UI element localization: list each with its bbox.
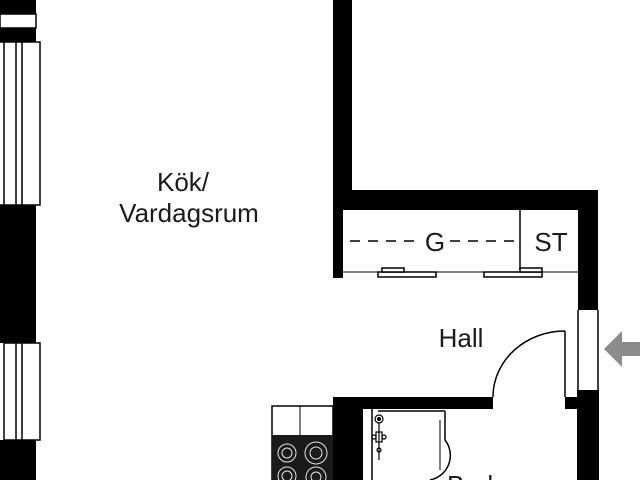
left-exterior-wall: [0, 0, 36, 480]
room-label-kitchen-line1: Kök/: [157, 167, 210, 197]
shower-head-icon: [371, 414, 387, 460]
room-label-kitchen-line2: Vardagsrum: [119, 198, 259, 228]
stove-burners-icon: [277, 441, 328, 480]
window-lower: [3, 342, 41, 441]
interior-walls: [333, 0, 599, 480]
hall-door-swing: [492, 330, 566, 398]
entry-door-frame: [577, 310, 599, 390]
window-upper: [0, 13, 41, 206]
kitchen-counter: [271, 405, 334, 480]
shower: [371, 409, 452, 480]
room-label-bathroom: Badrum: [447, 470, 538, 480]
entrance-arrow-icon: [604, 331, 640, 367]
sliding-doors: [377, 267, 543, 278]
closet-label-wardrobe: G: [425, 227, 445, 257]
closet-label-storage: ST: [534, 227, 567, 257]
room-label-hall: Hall: [439, 323, 484, 353]
